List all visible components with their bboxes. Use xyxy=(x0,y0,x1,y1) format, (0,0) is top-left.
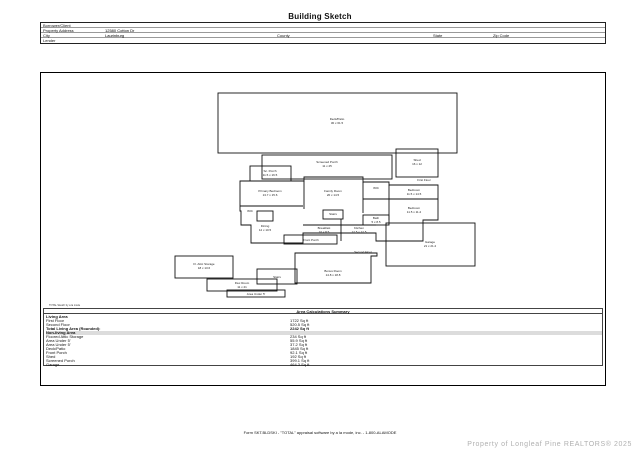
area-row: Screened Porch 399.1 Sq ft xyxy=(46,358,310,363)
wic2-label: WIC xyxy=(247,209,254,213)
screened-porch-outline xyxy=(261,154,393,180)
breakfast-name: Breakfast xyxy=(318,226,331,230)
garage-outline xyxy=(385,222,476,267)
deck-dims: 30 x 61.5 xyxy=(331,121,344,125)
screened-porch-dims: 11 x 25 xyxy=(322,164,332,168)
flex-room-outline xyxy=(206,278,278,292)
primary-bedroom-dims: 13.7 x 15.6 xyxy=(263,193,278,197)
wic1-label: WIC xyxy=(373,186,380,190)
kitchen-dims: 12.5 x 12.5 xyxy=(352,230,367,234)
bonus-room-name: Bonus Room xyxy=(324,269,342,273)
shed-outline xyxy=(395,148,439,178)
city-value: Laurinburg xyxy=(105,33,125,38)
bath-dims: 5 x 8.5 xyxy=(371,220,380,224)
city-label: City xyxy=(43,33,50,38)
borrower-row: Borrower/Client xyxy=(41,23,605,28)
attic-storage-name: Fl. Attic Storage xyxy=(193,262,215,266)
dining-name: Dining xyxy=(261,224,270,228)
dining-dims: 12 x 10.5 xyxy=(259,228,272,232)
second-floor-label: Second Floor xyxy=(354,250,372,254)
address-value: 12580 Cotton Dr xyxy=(105,28,135,33)
screened-porch-name: Screened Porch xyxy=(316,160,338,164)
zip-label: Zip Code xyxy=(493,33,510,38)
deck-name: Deck/Patio xyxy=(330,117,345,121)
sketch-frame: Deck/Patio 30 x 61.5 Screened Porch 11 x… xyxy=(40,72,606,386)
bedroom-dims: 11.5 x 14.5 xyxy=(407,192,422,196)
bedroom-name: Bedroom xyxy=(408,188,421,192)
shed-dims: 16 x 12 xyxy=(412,162,422,166)
area-row: Floored Attic Storage 234 Sq ft xyxy=(46,334,307,339)
area-row: Deck/Patio 1845 Sq ft xyxy=(46,346,309,351)
bedroom2-name: Bedroom xyxy=(408,206,421,210)
sun-porch-dims: 11.5 x 16.5 xyxy=(263,173,278,177)
area-row: Area Under 5' 37.2 Sq ft xyxy=(46,342,308,347)
bonus-room-dims: 14.8 x 18.8 xyxy=(326,273,341,277)
address-label: Property Address xyxy=(43,28,74,33)
area-row: Front Porch 92.1 Sq ft xyxy=(46,350,308,355)
area-calc-heading: Area Calculations Summary xyxy=(44,309,602,314)
attic-storage-dims: 18 x 13.6 xyxy=(198,266,211,270)
garage-name: Garage xyxy=(425,240,435,244)
area-under-outline xyxy=(226,289,286,298)
kitchen-name: Kitchen xyxy=(354,226,364,230)
shed-name: Shed xyxy=(413,158,420,162)
living-area-heading: Living Area xyxy=(46,314,68,319)
page-title: Building Sketch xyxy=(288,12,352,21)
nonliving-heading: Non-living Area xyxy=(46,331,602,335)
state-label: State xyxy=(433,33,443,38)
deck-outline xyxy=(217,92,458,154)
address-row: Property Address 12580 Cotton Dr xyxy=(41,28,605,33)
area-row: First Floor 1722 Sq ft xyxy=(46,318,309,323)
garage-dims: 21 x 21.2 xyxy=(424,244,437,248)
front-porch-label: Front Porch xyxy=(303,238,319,242)
area-calculations-table: Area Calculations Summary Living Area Fi… xyxy=(43,308,603,367)
area-under-label: Area Under 5' xyxy=(247,292,266,296)
property-header-table: Borrower/Client Property Address 12580 C… xyxy=(40,22,606,44)
borrower-label: Borrower/Client xyxy=(43,23,71,28)
area-row: Shed 192 Sq ft xyxy=(46,354,307,359)
sun-porch-name: Sc. Porch xyxy=(263,169,276,173)
primary-bedroom-name: Primary Bedroom xyxy=(258,189,282,193)
bath-name: Bath xyxy=(373,216,380,220)
total-living-row: Total Living Area (Rounded): 2242 Sq ft xyxy=(46,326,309,331)
floor-plan-sketch: Deck/Patio 30 x 61.5 Screened Porch 11 x… xyxy=(49,92,476,307)
lender-row: Lender xyxy=(41,38,605,43)
form-footer: Form SKT.BLDSKI - "TOTAL" appraisal soft… xyxy=(243,430,397,435)
stairs-label: Stairs xyxy=(329,212,337,216)
area-row: Second Floor 520.5 Sq ft xyxy=(46,322,310,327)
area-row: Garage 464.3 Sq ft xyxy=(46,362,310,367)
front-porch-outline xyxy=(283,234,338,245)
county-label: County xyxy=(277,33,290,38)
flex-room-dims: 11 x 21 xyxy=(237,285,247,289)
first-floor-label: First Floor xyxy=(417,178,431,182)
lender-label: Lender xyxy=(43,38,56,43)
bedroom2-dims: 11.5 x 11.2 xyxy=(407,210,422,214)
first-floor-outline xyxy=(239,176,439,244)
city-row: City Laurinburg County State Zip Code xyxy=(41,33,605,38)
family-room-dims: 20 x 14.5 xyxy=(327,193,340,197)
area-row: Area Under 5' 55.9 Sq ft xyxy=(46,338,308,343)
stairs2-label: Stairs xyxy=(273,275,281,279)
flex-room-name: Flex Room xyxy=(235,281,250,285)
bonus-room-outline xyxy=(294,252,378,284)
family-room-name: Family Room xyxy=(324,189,342,193)
attic-storage-outline xyxy=(174,255,234,279)
breakfast-dims: 10 x 8.5 xyxy=(319,230,330,234)
watermark: Property of Longleaf Pine REALTORS® 2025 xyxy=(467,441,632,448)
scale-note: TOTAL Sketch by a la mode xyxy=(49,304,81,307)
